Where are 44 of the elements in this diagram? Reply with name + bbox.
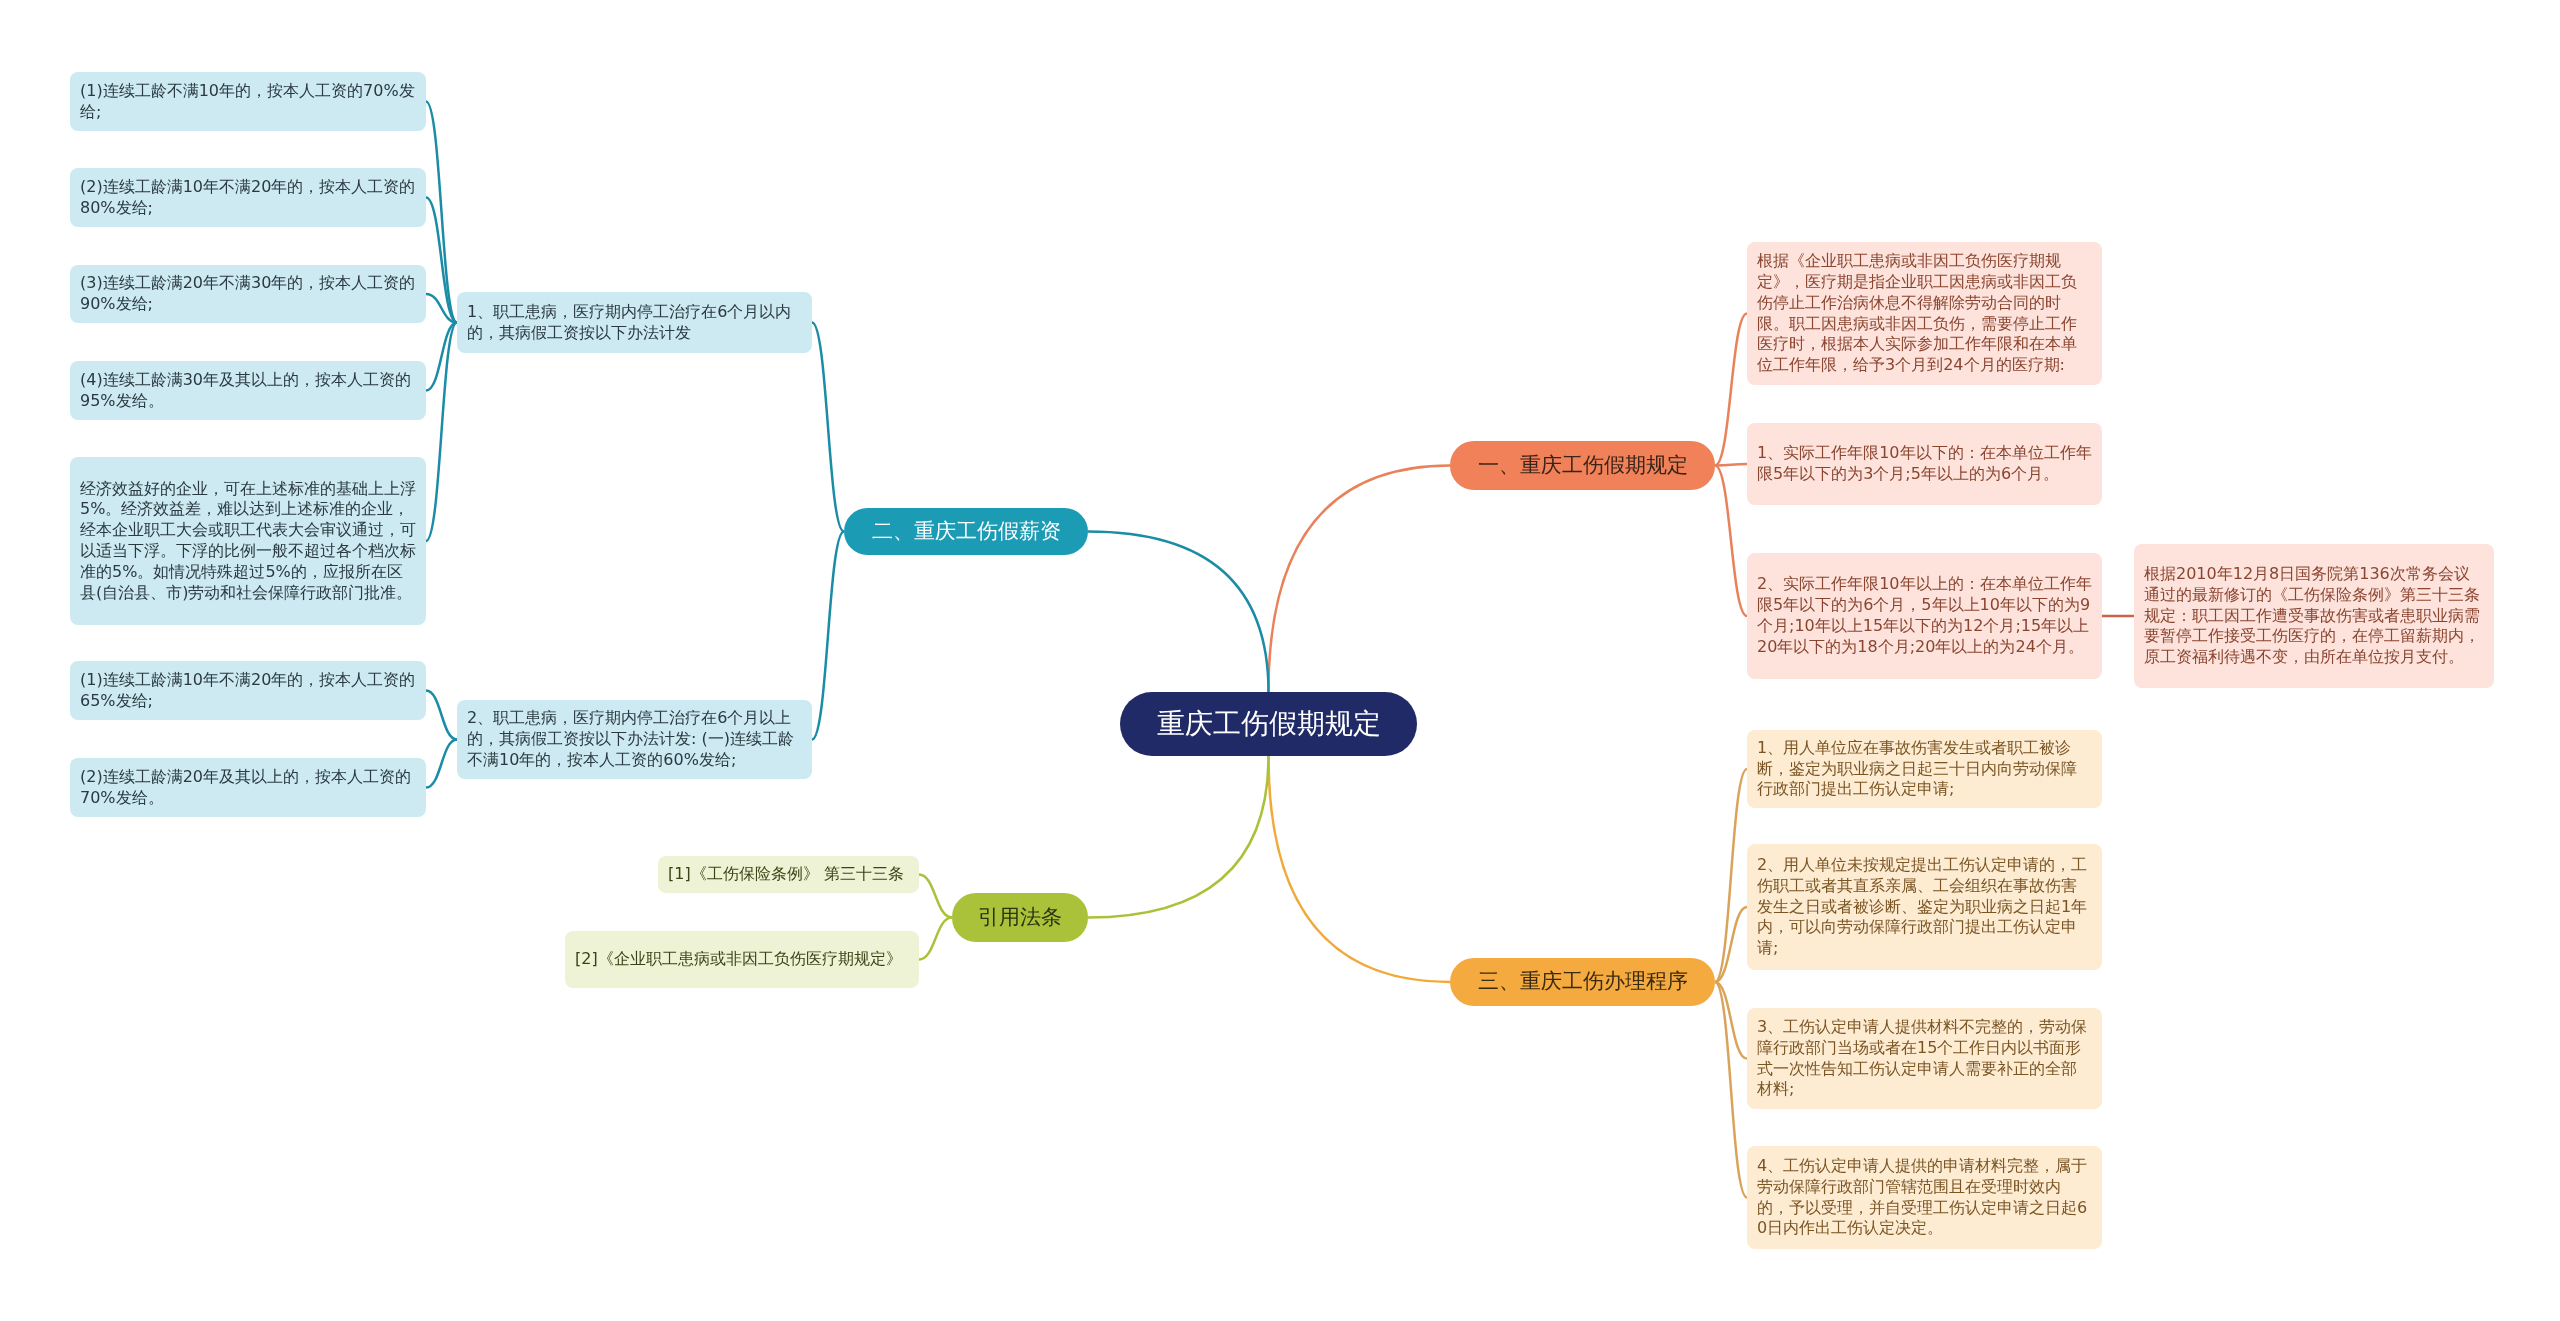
connector-line (1715, 462, 1747, 467)
text-card: (1)连续工龄满10年不满20年的，按本人工资的65%发给; (70, 661, 426, 720)
branch-topic: 引用法条 (952, 893, 1088, 942)
connector-line (1714, 768, 1748, 983)
connector-line (1714, 905, 1748, 984)
connector-line (425, 321, 458, 392)
connector-line (1714, 312, 1748, 467)
text-card: 根据《企业职工患病或非因工负伤医疗期规定》，医疗期是指企业职工因患病或非因工负伤停止工作治病休息不得解除劳动合同的时限。职工因患病或非因工负伤，需要停止工作医疗时，根据本人实际参加工作年限和在本单位工作年限，给予3个月到24个月的医疗期: (1747, 242, 2102, 385)
branch-topic: 二、重庆工伤假薪资 (844, 508, 1088, 555)
connector-line (425, 100, 458, 324)
connector-line (918, 873, 953, 919)
connector-line (425, 689, 458, 741)
text-card: 4、工伤认定申请人提供的申请材料完整，属于劳动保障行政部门管辖范围且在受理时效内的，予以受理，并自受理工伤认定申请之日起60日内作出工伤认定决定。 (1747, 1146, 2102, 1249)
text-card: 2、实际工作年限10年以上的：在本单位工作年限5年以下的为6个月，5年以上10年以下的为9个月;10年以上15年以下的为12个月;15年以上20年以下的为18个月;20年以上的为24个月。 (1747, 553, 2102, 679)
central-topic: 重庆工伤假期规定 (1120, 692, 1417, 756)
text-card: (3)连续工龄满20年不满30年的，按本人工资的90%发给; (70, 265, 426, 323)
text-card: (4)连续工龄满30年及其以上的，按本人工资的95%发给。 (70, 361, 426, 420)
text-card: [2]《企业职工患病或非因工负伤医疗期规定》 (565, 931, 919, 988)
connector-line (1714, 980, 1748, 1060)
branch-topic: 一、重庆工伤假期规定 (1450, 441, 1715, 490)
connector-line (1714, 464, 1748, 617)
connector-line (811, 321, 845, 533)
branch-topic: 三、重庆工伤办理程序 (1450, 958, 1715, 1006)
connector-line (425, 738, 458, 789)
text-card: 2、职工患病，医疗期内停工治疗在6个月以上的，其病假工资按以下办法计发: (一)连续工龄不满10年的，按本人工资的60%发给; (457, 700, 812, 779)
text-card: 2、用人单位未按规定提出工伤认定申请的，工伤职工或者其直系亲属、工会组织在事故伤害发生之日或者被诊断、鉴定为职业病之日起1年内，可以向劳动保障行政部门提出工伤认定申请; (1747, 844, 2102, 970)
text-card: 3、工伤认定申请人提供材料不完整的，劳动保障行政部门当场或者在15个工作日内以书面形式一次性告知工伤认定申请人需要补正的全部材料; (1747, 1008, 2102, 1109)
connector-line (425, 321, 458, 542)
connector-line (1714, 981, 1748, 1199)
text-card: (2)连续工龄满10年不满20年的，按本人工资的80%发给; (70, 168, 426, 227)
connector-line (811, 530, 845, 741)
connector-line (1087, 530, 1270, 693)
text-card: 1、职工患病，医疗期内停工治疗在6个月以内的，其病假工资按以下办法计发 (457, 292, 812, 353)
text-card: (2)连续工龄满20年及其以上的，按本人工资的70%发给。 (70, 758, 426, 817)
text-card: (1)连续工龄不满10年的，按本人工资的70%发给; (70, 72, 426, 131)
text-card: 经济效益好的企业，可在上述标准的基础上上浮5%。经济效益差，难以达到上述标准的企业，经本企业职工大会或职工代表大会审议通过，可以适当下浮。下浮的比例一般不超过各个档次标准的5%。如情况特殊超过5%的，应报所在区县(自治县、市)劳动和社会保障行政部门批准。 (70, 457, 426, 625)
text-card: 1、实际工作年限10年以下的：在本单位工作年限5年以下的为3个月;5年以上的为6个月。 (1747, 423, 2102, 505)
connector-line (2102, 614, 2134, 618)
text-card: 1、用人单位应在事故伤害发生或者职工被诊断，鉴定为职业病之日起三十日内向劳动保障行政部门提出工伤认定申请; (1747, 730, 2102, 808)
text-card: 根据2010年12月8日国务院第136次常务会议通过的最新修订的《工伤保险条例》第三十三条规定：职工因工作遭受事故伤害或者患职业病需要暂停工作接受工伤医疗的，在停工留薪期内，原工资福利待遇不变，由所在单位按月支付。 (2134, 544, 2494, 688)
connector-line (918, 916, 953, 961)
connector-line (1087, 755, 1270, 919)
connector-line (425, 196, 458, 324)
text-card: [1]《工伤保险条例》 第三十三条 (658, 856, 919, 893)
